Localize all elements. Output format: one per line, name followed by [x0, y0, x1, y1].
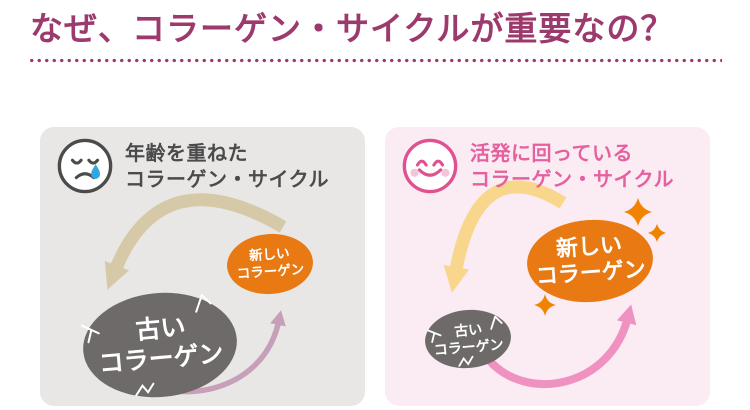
- happy-eyes: [415, 159, 445, 167]
- sparkle-icon: [648, 224, 666, 242]
- aged-heading-line2: コラーゲン・サイクル: [125, 169, 329, 191]
- aged-cycle-diagram: 古い コラーゲン 新しい コラーゲン: [81, 193, 313, 398]
- old-collagen-ellipse: 古い コラーゲン: [81, 292, 237, 398]
- cheek-right: [441, 168, 450, 177]
- crack-marks: [81, 294, 212, 397]
- sparkle-icon: [624, 198, 652, 226]
- aged-panel-header: 年齢を重ねた コラーゲン・サイクル: [56, 137, 329, 195]
- sparkle-icon: [534, 294, 556, 316]
- active-heading-line2: コラーゲン・サイクル: [470, 169, 674, 191]
- new-collagen-label-line1: 新しい: [555, 232, 623, 262]
- new-collagen-ellipse: 新しい コラーゲン: [227, 233, 313, 295]
- degrade-arrow: [443, 180, 567, 293]
- aged-heading: 年齢を重ねた コラーゲン・サイクル: [125, 137, 329, 193]
- page-title: なぜ、コラーゲン・サイクルが重要なの？: [30, 10, 675, 47]
- new-collagen-label-line1: 新しい: [249, 245, 291, 264]
- active-heading-line1: 活発に回っている: [470, 143, 633, 165]
- old-collagen-label-line1: 古い: [454, 321, 483, 339]
- new-collagen-label-line2: コラーゲン: [236, 261, 304, 282]
- active-heading: 活発に回っている コラーゲン・サイクル: [470, 137, 674, 193]
- degrade-arrow: [104, 193, 287, 290]
- renew-arrow: [484, 304, 637, 388]
- aged-cycle-panel: 古い コラーゲン 新しい コラーゲン 年齢を重ねた コラーゲン・サイクル: [40, 127, 365, 406]
- active-panel-header: 活発に回っている コラーゲン・サイクル: [401, 137, 674, 195]
- new-collagen-ellipse: 新しい コラーゲン: [527, 219, 653, 303]
- old-collagen-label-line1: 古い: [134, 313, 186, 345]
- happy-face-icon: [402, 138, 458, 194]
- old-collagen-ellipse: 古い コラーゲン: [425, 309, 511, 369]
- tear-drop: [91, 164, 101, 179]
- active-cycle-diagram: 古い コラーゲン 新しい コラーゲン: [425, 180, 666, 388]
- cheek-left: [410, 168, 419, 177]
- sad-eyes: [70, 158, 100, 165]
- smile-mouth: [417, 168, 443, 177]
- sad-face-icon: [57, 138, 113, 194]
- aged-heading-line1: 年齢を重ねた: [125, 143, 248, 165]
- dotted-divider: [28, 58, 722, 63]
- active-cycle-panel: 古い コラーゲン 新しい コラーゲン 活発に回っている コラーゲン・サイクル: [385, 127, 710, 406]
- crack-marks: [427, 315, 503, 367]
- old-collagen-label-line2: コラーゲン: [433, 336, 504, 358]
